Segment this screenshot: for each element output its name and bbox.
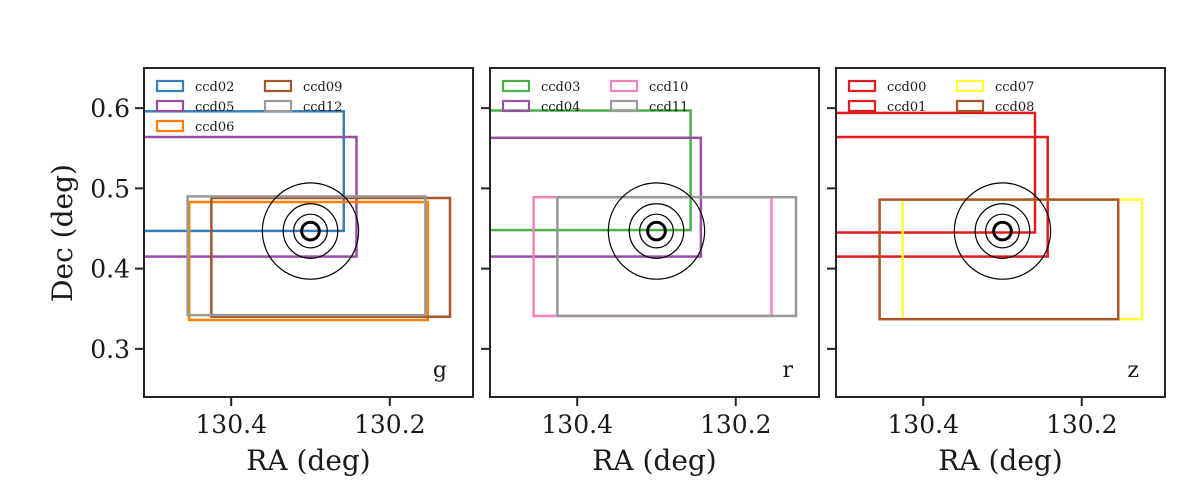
footprint-ccd07 bbox=[901, 198, 1144, 321]
x-tick-label: 130.4 bbox=[195, 410, 267, 439]
target-circle bbox=[300, 220, 321, 242]
x-tick-label: 130.4 bbox=[887, 410, 959, 439]
legend-label: ccd10 bbox=[649, 80, 688, 95]
x-axis-label: RA (deg) bbox=[938, 444, 1062, 477]
panel-g: 0.3 0.4 0.5 0.6 130.4 130.2 RA (deg) ccd02 ccd05… bbox=[90, 67, 474, 477]
band-label: g bbox=[433, 358, 447, 383]
legend-swatch bbox=[847, 99, 877, 113]
footprint-ccd12 bbox=[186, 195, 427, 317]
legend-label: ccd07 bbox=[995, 80, 1034, 95]
footprint-ccd09 bbox=[210, 196, 452, 319]
band-label: r bbox=[782, 358, 793, 383]
legend-swatch bbox=[155, 99, 185, 113]
x-tick-label: 130.4 bbox=[541, 410, 613, 439]
y-tick-label: 0.4 bbox=[90, 255, 130, 284]
legend-swatch bbox=[609, 79, 639, 93]
target-circle bbox=[646, 220, 667, 242]
legend-label: ccd02 bbox=[195, 80, 234, 95]
legend-label: ccd12 bbox=[303, 100, 342, 115]
legend-swatch bbox=[955, 79, 985, 93]
target-circle bbox=[261, 182, 360, 280]
legend-swatch bbox=[609, 99, 639, 113]
target-circle bbox=[293, 213, 328, 249]
legend: ccd02 ccd05 ccd06 ccd09 ccd12 bbox=[155, 79, 342, 135]
y-axis-label: Dec (deg) bbox=[46, 164, 79, 302]
plot-area bbox=[490, 109, 798, 318]
legend-label: ccd01 bbox=[887, 100, 926, 115]
y-tick-label: 0.3 bbox=[90, 335, 130, 364]
axes-frame bbox=[489, 67, 820, 398]
footprint-ccd00 bbox=[836, 111, 1037, 234]
plot-area bbox=[144, 110, 452, 322]
legend-swatch bbox=[847, 79, 877, 93]
legend-label: ccd11 bbox=[649, 100, 688, 115]
target-circle bbox=[607, 182, 706, 280]
band-label: z bbox=[1127, 358, 1139, 383]
legend-swatch bbox=[263, 79, 293, 93]
footprint-ccd06 bbox=[187, 200, 430, 322]
footprint-ccd02 bbox=[144, 110, 346, 233]
target-circle bbox=[628, 203, 685, 259]
legend: ccd03 ccd04 ccd10 ccd11 bbox=[501, 79, 688, 115]
x-tick-label: 130.2 bbox=[354, 410, 426, 439]
legend-swatch bbox=[263, 99, 293, 113]
target-circle bbox=[639, 213, 674, 249]
footprint-ccd01 bbox=[836, 135, 1049, 258]
legend-label: ccd09 bbox=[303, 80, 342, 95]
legend: ccd00 ccd01 ccd07 ccd08 bbox=[847, 79, 1034, 115]
legend-swatch bbox=[955, 99, 985, 113]
target-circle bbox=[282, 203, 339, 259]
legend-swatch bbox=[501, 79, 531, 93]
plot-area bbox=[836, 111, 1144, 321]
y-tick-label: 0.5 bbox=[90, 174, 130, 203]
target-circle bbox=[992, 220, 1013, 242]
y-tick-label: 0.6 bbox=[90, 94, 130, 123]
footprint-ccd03 bbox=[490, 109, 692, 232]
target-circle bbox=[953, 182, 1052, 280]
x-tick-label: 130.2 bbox=[1046, 410, 1118, 439]
x-axis-label: RA (deg) bbox=[592, 444, 716, 477]
footprint-ccd08 bbox=[878, 198, 1120, 321]
axes-frame bbox=[143, 67, 474, 398]
legend-label: ccd00 bbox=[887, 80, 926, 95]
legend-swatch bbox=[501, 99, 531, 113]
legend-label: ccd03 bbox=[541, 80, 580, 95]
legend-label: ccd06 bbox=[195, 120, 234, 135]
legend-label: ccd04 bbox=[541, 100, 580, 115]
footprint-ccd11 bbox=[556, 195, 798, 318]
panel-r: 130.4 130.2 RA (deg) ccd03 ccd04 ccd10 ccd11 r bbox=[481, 67, 820, 477]
target-circle bbox=[985, 213, 1020, 249]
legend-label: ccd05 bbox=[195, 100, 234, 115]
axes-frame bbox=[835, 67, 1166, 398]
x-axis-label: RA (deg) bbox=[246, 444, 370, 477]
legend-swatch bbox=[155, 79, 185, 93]
target-circle bbox=[974, 203, 1031, 259]
panel-z: 130.4 130.2 RA (deg) ccd00 ccd01 ccd07 ccd08 z bbox=[827, 67, 1166, 477]
legend-swatch bbox=[155, 119, 185, 133]
x-tick-label: 130.2 bbox=[700, 410, 772, 439]
legend-label: ccd08 bbox=[995, 100, 1034, 115]
